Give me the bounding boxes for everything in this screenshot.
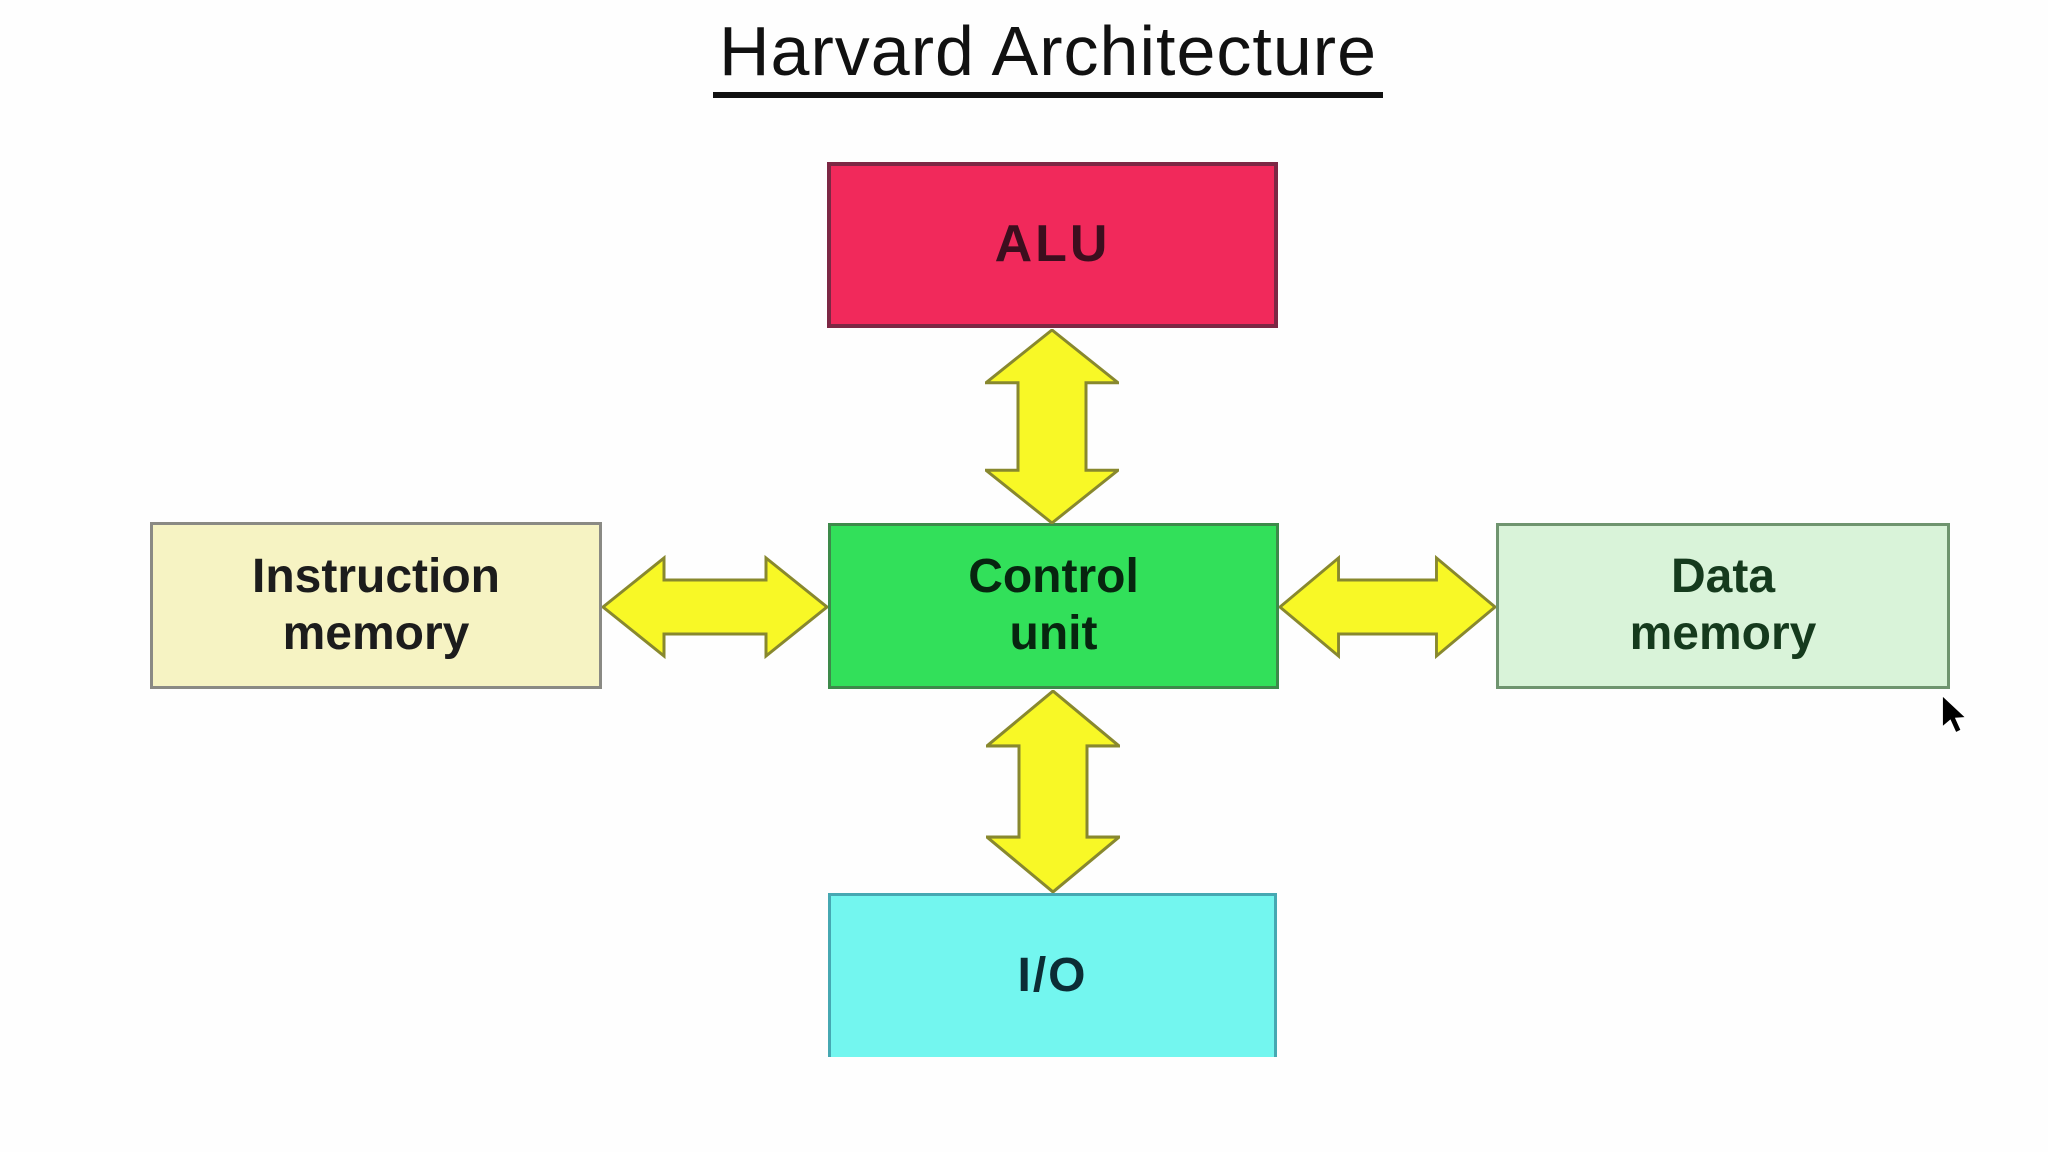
- node-data-memory-label-line2: memory: [1629, 607, 1817, 660]
- node-data-memory-label-line1: Data: [1670, 550, 1776, 604]
- double-arrow-control-alu-icon: [985, 329, 1119, 524]
- node-control-unit: Control unit: [828, 523, 1279, 689]
- double-arrow-control-data-memory-icon: [1279, 554, 1496, 660]
- node-control-unit-label-line1: Control: [968, 550, 1139, 604]
- diagram-title: Harvard Architecture: [712, 16, 1384, 98]
- node-instruction-memory-label-line2: memory: [282, 606, 470, 660]
- node-io-label: I/O: [1017, 949, 1088, 1003]
- node-data-memory: Data memory: [1496, 523, 1950, 689]
- node-io: I/O: [828, 893, 1277, 1057]
- node-control-unit-label-line2: unit: [1009, 607, 1098, 660]
- node-instruction-memory: Instruction memory: [150, 522, 602, 689]
- double-arrow-control-instruction-memory-icon: [602, 554, 828, 660]
- node-alu-label: ALU: [994, 215, 1111, 274]
- node-alu: ALU: [827, 162, 1278, 328]
- double-arrow-control-io-icon: [986, 690, 1120, 893]
- title-wrap: Harvard Architecture: [48, 16, 2048, 98]
- mouse-cursor-icon: [1941, 694, 1969, 734]
- node-instruction-memory-label-line1: Instruction: [252, 549, 500, 603]
